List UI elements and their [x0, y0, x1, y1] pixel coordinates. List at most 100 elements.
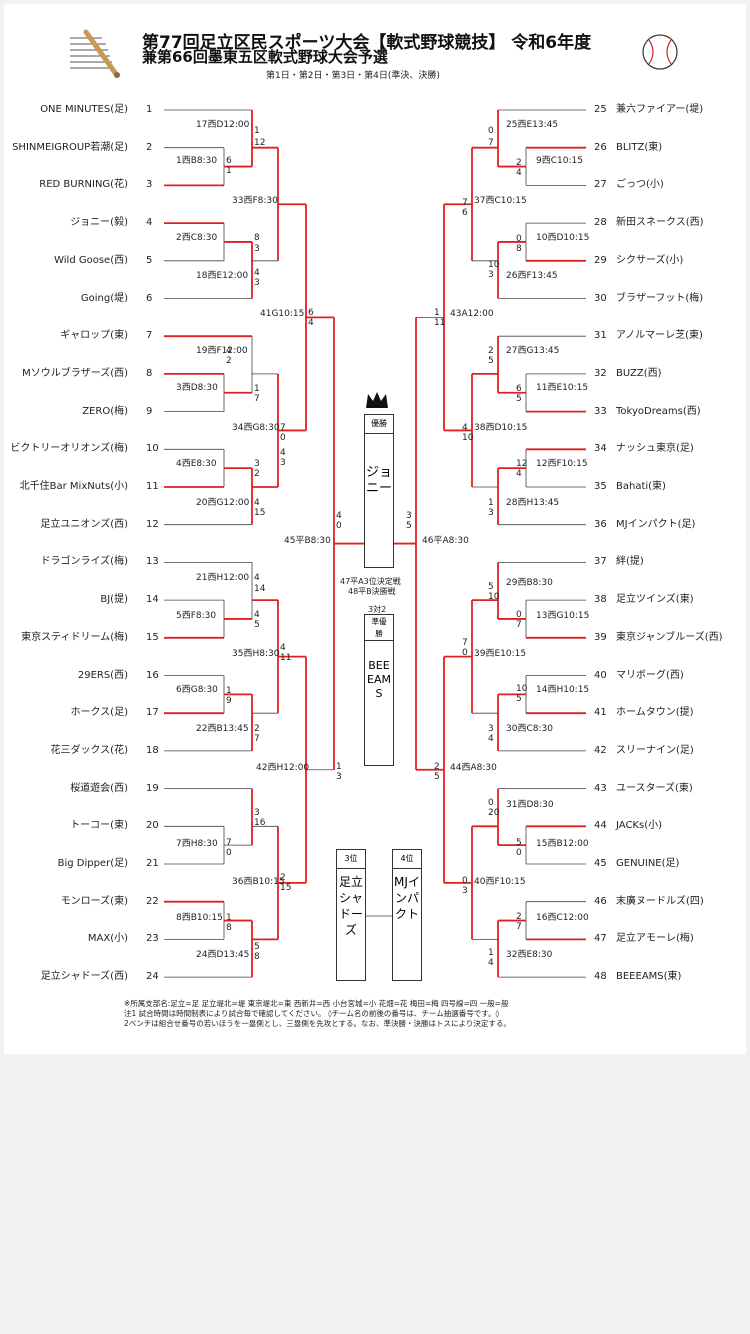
team-name: MAX(小) — [88, 933, 128, 945]
score: 8 — [516, 244, 522, 255]
score: 15 — [280, 883, 291, 894]
team-name: 足立ユニオンズ(西) — [40, 519, 128, 531]
game-code: 20西G12:00 — [196, 498, 249, 509]
score: 5 — [434, 772, 440, 783]
team-name: 足立ツインズ(東) — [616, 594, 694, 606]
score: 20 — [488, 808, 499, 819]
score: 7 — [516, 620, 522, 631]
team-name: TokyoDreams(西) — [616, 406, 701, 418]
team-name: 足立シャドーズ(西) — [41, 971, 128, 983]
team-name: ジョニー(毅) — [70, 217, 128, 229]
score: 7 — [488, 138, 494, 149]
team-number: 9 — [146, 406, 152, 418]
game-code: 38西D10:15 — [474, 423, 527, 434]
team-name: 桜道遊会(西) — [70, 783, 128, 795]
score: 5 — [488, 356, 494, 367]
team-number: 3 — [146, 179, 152, 191]
game-code: 45平B8:30 — [284, 536, 331, 547]
team-number: 32 — [594, 368, 607, 380]
team-number: 8 — [146, 368, 152, 380]
game-code: 14西H10:15 — [536, 685, 589, 696]
game-code: 30西C8:30 — [506, 724, 553, 735]
team-name: BJ(提) — [100, 594, 128, 606]
game-code: 7西H8:30 — [176, 839, 218, 850]
score: 3 — [488, 508, 494, 519]
game-code: 10西D10:15 — [536, 233, 589, 244]
team-number: 11 — [146, 481, 159, 493]
game-code: 42西H12:00 — [256, 763, 309, 774]
team-number: 35 — [594, 481, 607, 493]
game-code: 26西F13:45 — [506, 271, 558, 282]
game-code: 36西B10:15 — [232, 877, 285, 888]
score: 0 — [336, 521, 342, 532]
team-number: 2 — [146, 142, 152, 154]
score: 4 — [516, 168, 522, 179]
game-code: 21西H12:00 — [196, 573, 249, 584]
game-code: 39西E10:15 — [474, 649, 526, 660]
bracket-sheet: 第77回足立区民スポーツ大会【軟式野球競技】 令和6年度 兼第66回墨東五区軟式… — [4, 4, 746, 1054]
score: 14 — [254, 584, 265, 595]
team-number: 24 — [146, 971, 159, 983]
team-name: BLITZ(東) — [616, 142, 662, 154]
team-number: 12 — [146, 519, 159, 531]
team-number: 26 — [594, 142, 607, 154]
game-code: 19西F12:00 — [196, 346, 248, 357]
third-place-name: 足立シャドーズ — [337, 874, 365, 938]
score: 3 — [462, 886, 468, 897]
score: 6 — [462, 208, 468, 219]
fourth-place-box: 4位 MJインパクト — [392, 849, 422, 981]
team-number: 40 — [594, 670, 607, 682]
team-number: 41 — [594, 707, 607, 719]
game-code: 9西C10:15 — [536, 156, 583, 167]
team-number: 21 — [146, 858, 159, 870]
score: 3 — [280, 458, 286, 469]
game-code: 25西E13:45 — [506, 120, 558, 131]
game-code: 32西E8:30 — [506, 950, 552, 961]
game-code: 40西F10:15 — [474, 877, 526, 888]
team-number: 22 — [146, 896, 159, 908]
game-code: 6西G8:30 — [176, 685, 218, 696]
team-number: 45 — [594, 858, 607, 870]
team-number: 29 — [594, 255, 607, 267]
score: 9 — [226, 696, 232, 707]
score: 0 — [488, 126, 494, 137]
team-name: Wild Goose(西) — [54, 255, 128, 267]
team-name: RED BURNING(花) — [39, 179, 128, 191]
team-name: 絆(提) — [616, 556, 644, 568]
team-number: 23 — [146, 933, 159, 945]
team-number: 44 — [594, 820, 607, 832]
team-name: 新田スネークス(西) — [616, 217, 704, 229]
runner-up-box: 準優勝 BEEEAMS — [364, 614, 394, 766]
team-name: ブラザーフット(梅) — [616, 293, 703, 305]
team-name: SHINMEIGROUP若潮(足) — [12, 142, 128, 154]
game-code: 18西E12:00 — [196, 271, 248, 282]
score: 4 — [254, 573, 260, 584]
score: 8 — [226, 923, 232, 934]
score: 4 — [516, 469, 522, 480]
team-number: 43 — [594, 783, 607, 795]
game-code: 2西C8:30 — [176, 233, 217, 244]
game-code: 41G10:15 — [260, 309, 304, 320]
team-name: 兼六ファイアー(堤) — [616, 104, 703, 116]
game-code: 1西B8:30 — [176, 156, 217, 167]
game-code: 43A12:00 — [450, 309, 494, 320]
game-code: 13西G10:15 — [536, 611, 589, 622]
team-number: 14 — [146, 594, 159, 606]
team-number: 47 — [594, 933, 607, 945]
score: 7 — [254, 394, 260, 405]
score: 5 — [516, 394, 522, 405]
team-name: スリーナイン(足) — [616, 745, 694, 757]
score: 16 — [254, 818, 265, 829]
runner-up-name: BEEEAMS — [365, 659, 393, 701]
fourth-place-label: 4位 — [393, 850, 421, 869]
team-number: 46 — [594, 896, 607, 908]
score: 1 — [226, 166, 232, 177]
team-name: ONE MINUTES(足) — [40, 104, 128, 116]
trophy-crown-icon — [364, 390, 390, 410]
game-code: 29西B8:30 — [506, 578, 553, 589]
score: 2 — [226, 356, 232, 367]
game-code: 28西H13:45 — [506, 498, 559, 509]
score: 12 — [254, 138, 265, 149]
score: 0 — [226, 848, 232, 859]
score: 1 — [254, 126, 260, 137]
